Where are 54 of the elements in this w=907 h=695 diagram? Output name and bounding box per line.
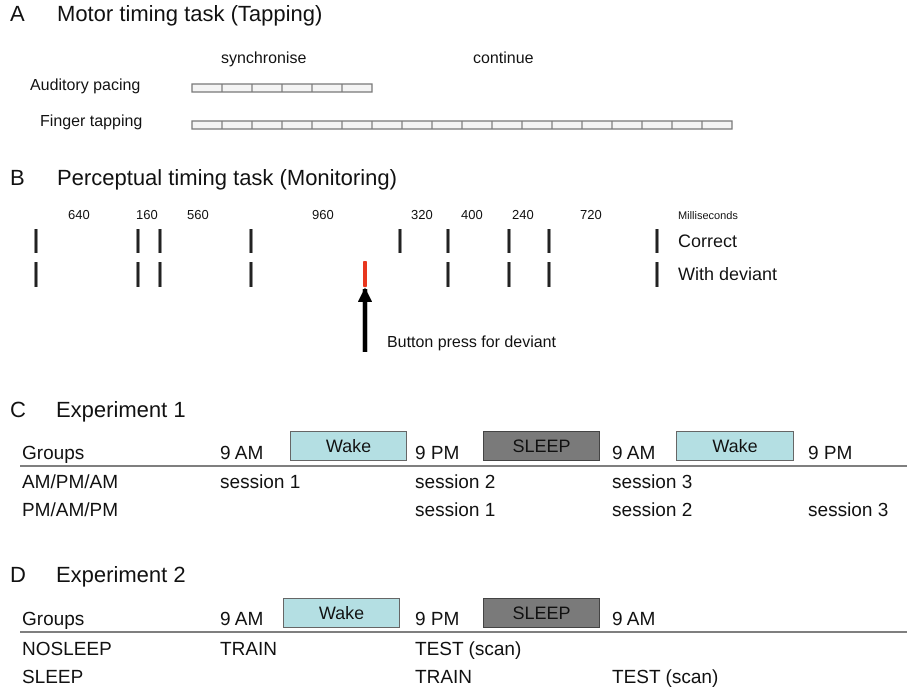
panel-title: Perceptual timing task (Monitoring) (57, 166, 397, 190)
annotation: Button press for deviant (387, 334, 556, 352)
sleep-period-box: SLEEP (483, 598, 600, 628)
interval-value: 320 (411, 208, 433, 222)
interval-value: 960 (312, 208, 334, 222)
deviant-tick-mark (363, 261, 367, 287)
panel-title: Experiment 2 (56, 563, 186, 588)
time-label: 9 PM (415, 444, 460, 465)
interval-value: 640 (68, 208, 90, 222)
panel-title: Motor timing task (Tapping) (57, 2, 322, 26)
wake-period-box: Wake (283, 598, 400, 628)
column-header: Groups (22, 444, 84, 465)
row-label: Auditory pacing (30, 77, 140, 95)
session-label: session 1 (220, 473, 300, 494)
row-label: Correct (678, 232, 738, 252)
column-header: Groups (22, 610, 84, 631)
panel-letter: D (10, 563, 26, 588)
time-label: 9 PM (415, 610, 460, 631)
session-label: TEST (scan) (612, 668, 718, 689)
wake-period-box: Wake (290, 431, 407, 461)
wake-period-box: Wake (676, 431, 794, 461)
panel-letter: A (10, 2, 25, 26)
session-label: TEST (scan) (415, 640, 522, 661)
sleep-period-box: SLEEP (483, 431, 600, 461)
panel-title: Experiment 1 (56, 398, 186, 422)
time-label: 9 PM (808, 444, 852, 465)
unit-label: Milliseconds (678, 210, 738, 222)
group-name: PM/AM/PM (22, 501, 118, 522)
phase-label: synchronise (221, 50, 306, 68)
group-name: NOSLEEP (22, 640, 112, 661)
session-label: TRAIN (220, 640, 277, 661)
session-label: session 1 (415, 501, 496, 522)
interval-value: 400 (461, 208, 483, 222)
arrow (358, 288, 372, 352)
time-label: 9 AM (220, 444, 264, 465)
group-name: AM/PM/AM (22, 473, 118, 494)
interval-value: 720 (580, 208, 602, 222)
panel-letter: B (10, 166, 25, 190)
time-label: 9 AM (612, 444, 656, 465)
row-label: With deviant (678, 265, 778, 285)
time-label: 9 AM (612, 610, 656, 631)
session-label: TRAIN (415, 668, 472, 689)
panel-letter: C (10, 398, 26, 422)
phase-label: continue (473, 50, 534, 68)
session-label: session 3 (808, 501, 888, 522)
interval-value: 160 (136, 208, 158, 222)
session-label: session 3 (612, 473, 692, 494)
interval-value: 560 (187, 208, 209, 222)
session-label: session 2 (415, 473, 496, 494)
interval-value: 240 (512, 208, 534, 222)
row-label: Finger tapping (40, 113, 142, 131)
session-label: session 2 (612, 501, 692, 522)
group-name: SLEEP (22, 668, 84, 689)
time-label: 9 AM (220, 610, 264, 631)
